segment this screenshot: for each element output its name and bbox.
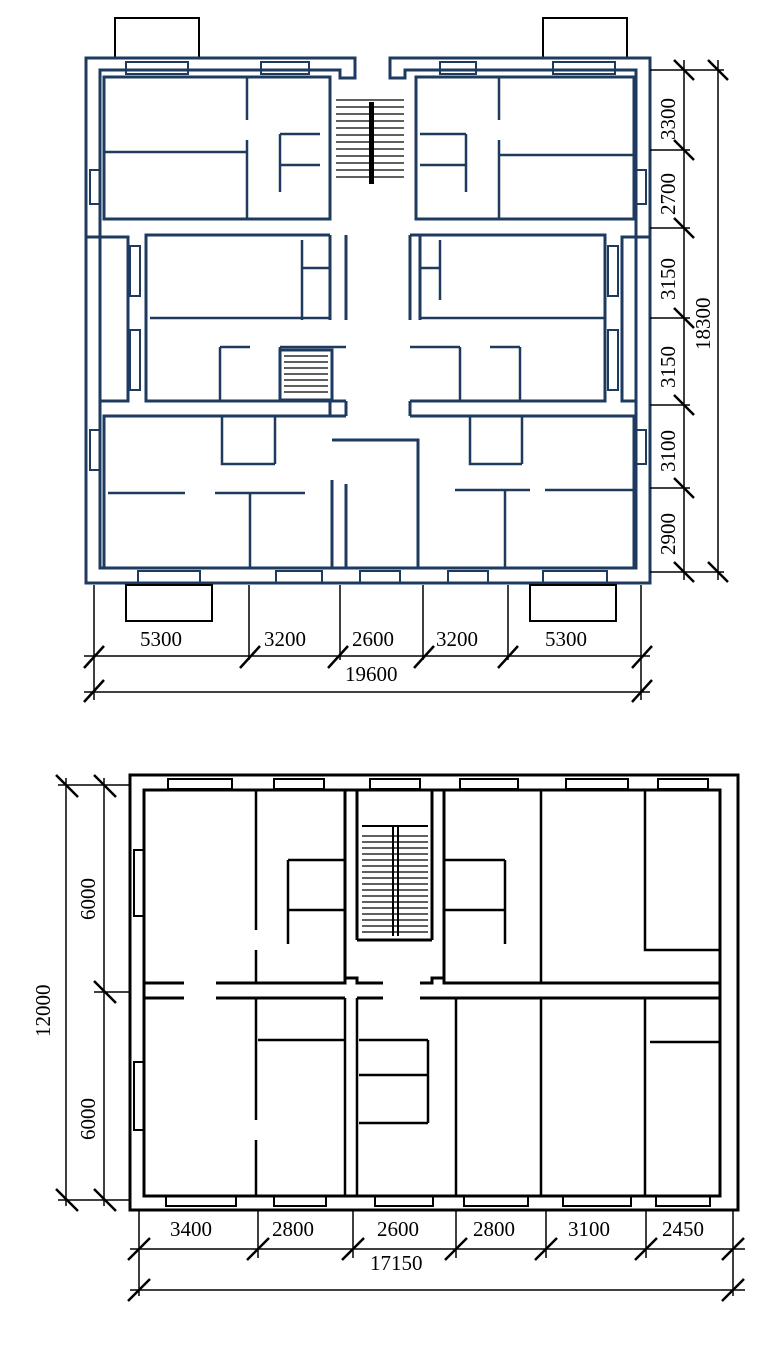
dim-bottom-total: 17150 — [370, 1251, 423, 1275]
side-bay-left — [86, 235, 130, 403]
dim-left-1: 6000 — [76, 878, 100, 920]
dim-top-bottom-4: 3200 — [436, 627, 478, 651]
dim-bottom-1: 3400 — [170, 1217, 212, 1241]
bottom-plan-dimension-labels: 3400 2800 2600 2800 3100 2450 17150 6000… — [31, 878, 704, 1275]
staircase-center-rail — [362, 825, 428, 936]
partitions-middle — [150, 240, 605, 400]
bottom-partitions — [254, 790, 720, 1196]
room-mid-left — [144, 233, 346, 403]
room-upper-left — [102, 75, 332, 221]
side-bay-right — [620, 235, 650, 403]
dim-top-total: 19600 — [345, 662, 398, 686]
dim-top-bottom-2: 3200 — [264, 627, 306, 651]
porch-top-left — [114, 17, 200, 59]
partitions-top — [105, 78, 633, 218]
bottom-staircase — [362, 835, 428, 933]
dim-top-right-total: 18300 — [691, 298, 715, 351]
room-lower-right — [410, 414, 636, 568]
dim-bottom-5: 3100 — [568, 1217, 610, 1241]
room-lower-left — [102, 414, 346, 568]
porch-bottom-right — [529, 584, 617, 622]
small-staircase-frame — [278, 348, 334, 402]
dim-bottom-6: 2450 — [662, 1217, 704, 1241]
dim-left-2: 6000 — [76, 1098, 100, 1140]
windows-bottom-plan — [133, 778, 711, 1207]
bottom-plan-dimension-lines — [55, 774, 745, 1302]
dim-top-bottom-1: 5300 — [140, 627, 182, 651]
dim-top-right-1: 3300 — [656, 98, 680, 140]
dim-bottom-3: 2600 — [377, 1217, 419, 1241]
dim-top-bottom-3: 2600 — [352, 627, 394, 651]
dim-top-right-4: 3150 — [656, 346, 680, 388]
small-staircase — [284, 355, 328, 393]
bottom-floor-plan — [128, 773, 740, 1212]
dim-top-right-6: 2900 — [656, 513, 680, 555]
porch-top-right — [542, 17, 628, 59]
dim-top-right-3: 3150 — [656, 258, 680, 300]
top-plan-dimension-lines — [83, 59, 729, 703]
central-block — [330, 438, 420, 568]
dim-bottom-2: 2800 — [272, 1217, 314, 1241]
top-plan-dimension-labels: 5300 3200 2600 3200 5300 19600 3300 2700… — [140, 98, 715, 686]
dim-bottom-4: 2800 — [473, 1217, 515, 1241]
outer-wall-top-left — [84, 56, 652, 585]
dim-top-bottom-5: 5300 — [545, 627, 587, 651]
top-floor-plan — [84, 17, 652, 622]
outer-wall-bottom — [128, 773, 740, 1212]
stair-walls — [343, 790, 446, 983]
porch-bottom-left — [125, 584, 213, 622]
partitions-bottom — [108, 416, 633, 567]
staircase-divider — [369, 102, 374, 184]
corridor-walls — [328, 235, 422, 416]
room-upper-right — [414, 75, 636, 221]
dim-left-total: 12000 — [31, 985, 55, 1038]
corridor-upper — [144, 976, 720, 985]
windows-top-plan — [89, 61, 647, 584]
dim-top-right-2: 2700 — [656, 173, 680, 215]
dim-top-right-5: 3100 — [656, 430, 680, 472]
